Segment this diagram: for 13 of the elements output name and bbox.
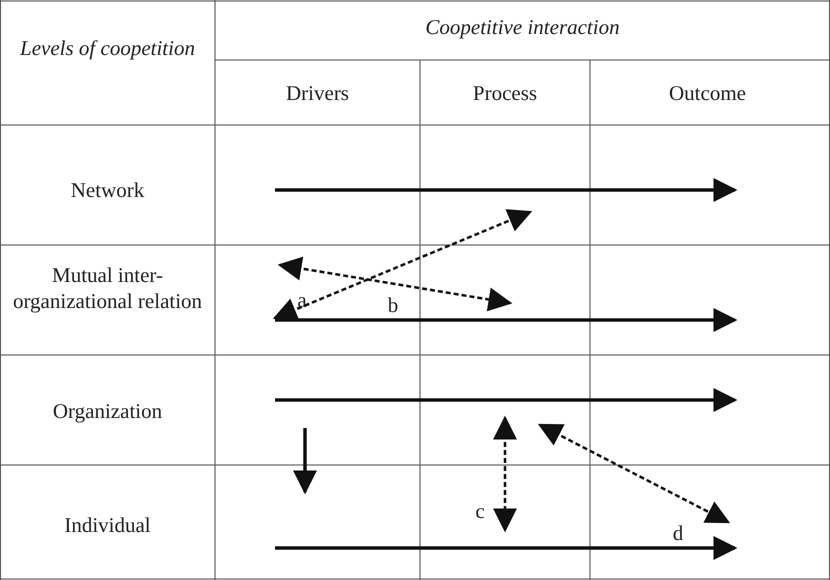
column-header: Coopetitive interaction <box>424 14 621 40</box>
column-header: Levels of coopetition <box>18 35 196 61</box>
column-header: Process <box>472 80 538 106</box>
row-header: Mutual inter-organizational relation <box>12 262 204 314</box>
row-header: Network <box>70 177 146 203</box>
callout-letter: d <box>672 520 684 546</box>
row-header: Individual <box>63 512 152 538</box>
callout-letter: b <box>386 292 400 318</box>
column-header: Drivers <box>285 80 350 106</box>
row-header: Organization <box>52 398 164 424</box>
callout-letter: c <box>474 498 486 524</box>
column-header: Outcome <box>668 80 747 106</box>
callout-letter: a <box>296 287 308 313</box>
